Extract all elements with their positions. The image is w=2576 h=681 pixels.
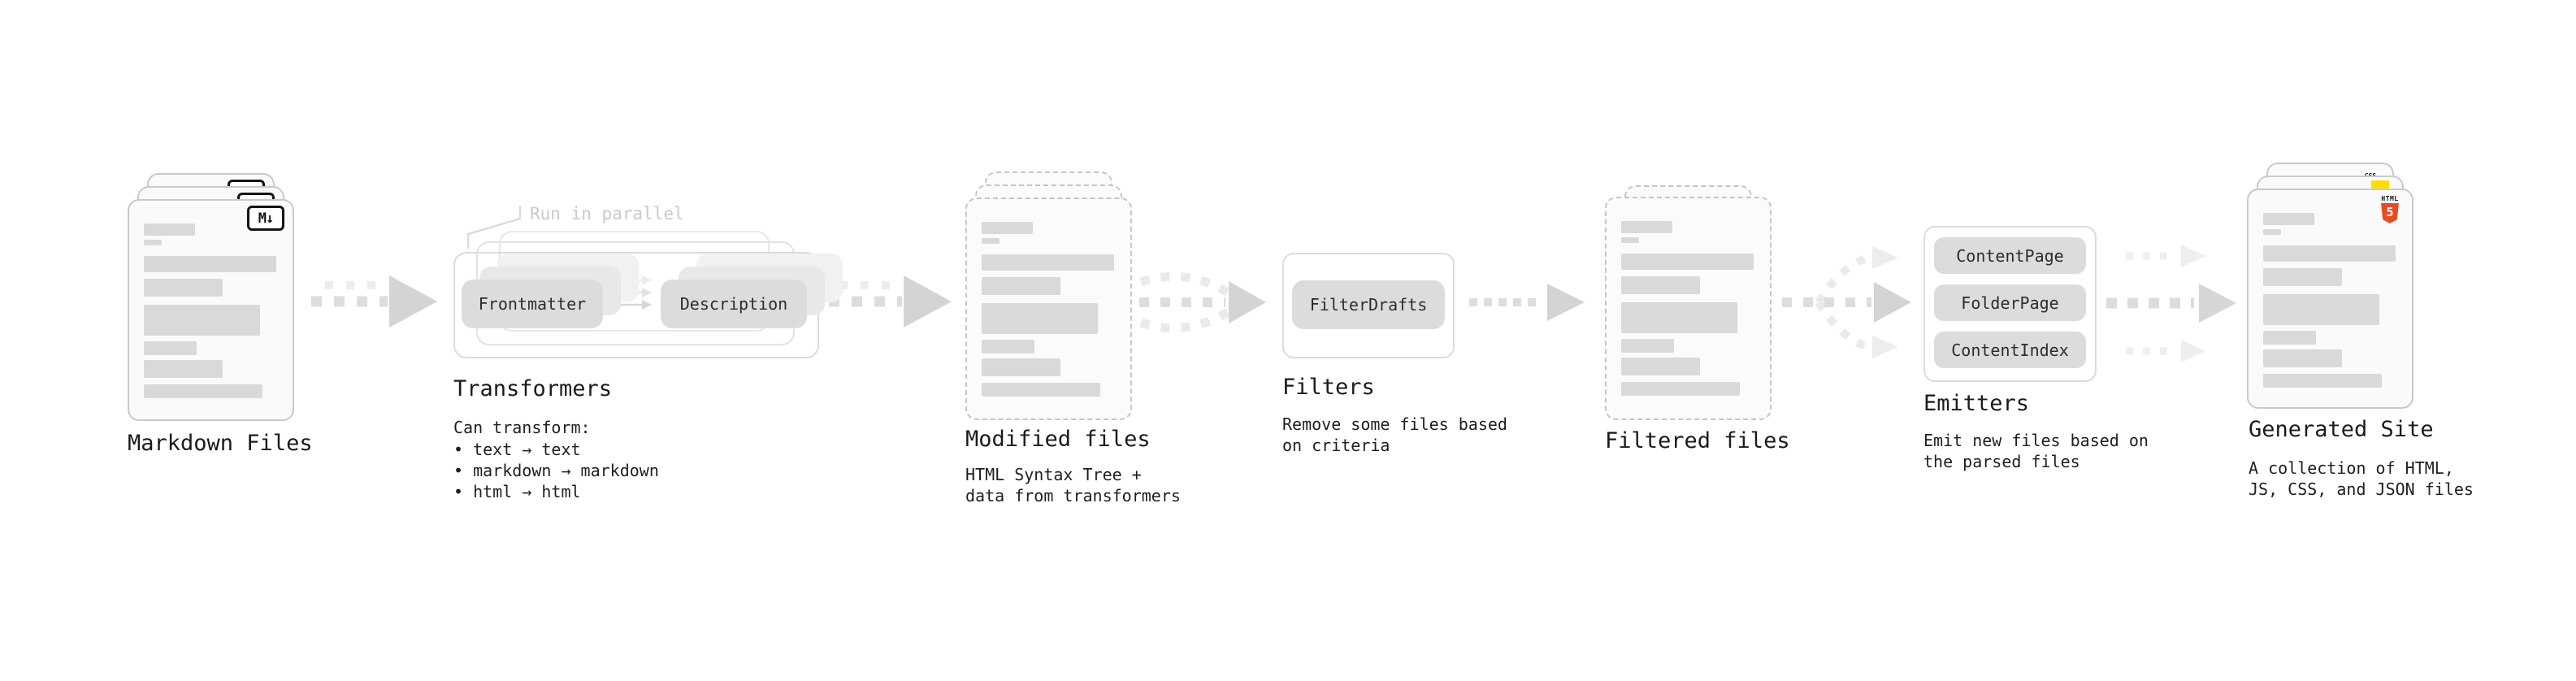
text-line-placeholder (2263, 349, 2342, 367)
frontmatter-pill: Frontmatter (462, 280, 603, 328)
transformers-heading: Transformers (453, 376, 613, 401)
text-line-placeholder (2263, 213, 2314, 225)
folderpage-pill: FolderPage (1934, 284, 2086, 321)
transformers-desc-title: Can transform: (453, 418, 591, 437)
site-file-html: HTML 5 (2247, 189, 2413, 409)
text-line-placeholder (982, 238, 1000, 244)
markdown-icon: M↓ (247, 206, 284, 231)
filters-heading: Filters (1282, 375, 1375, 400)
generated-site-label: Generated Site (2249, 417, 2434, 442)
arrow-filters-to-filtered (1469, 284, 1585, 321)
text-line-placeholder (982, 358, 1060, 376)
text-line-placeholder (1621, 221, 1672, 233)
text-line-placeholder (144, 240, 162, 245)
text-line-placeholder (144, 223, 195, 236)
text-line-placeholder (1621, 339, 1674, 353)
text-line-placeholder (2263, 331, 2316, 345)
modified-file-front (965, 197, 1132, 420)
text-line-placeholder (982, 340, 1034, 354)
text-line-placeholder (1621, 382, 1740, 396)
transformers-bullet-list: • text → text • markdown → markdown • ht… (453, 440, 659, 501)
filterdrafts-pill: FilterDrafts (1292, 280, 1445, 329)
text-line-placeholder (144, 279, 223, 297)
arrow-filtered-to-emitters (1782, 246, 1911, 358)
text-line-placeholder (2263, 245, 2396, 262)
emitters-heading: Emitters (1923, 391, 2030, 416)
text-line-placeholder (1621, 358, 1700, 375)
html5-icon-shield: 5 (2381, 203, 2399, 223)
text-line-placeholder (144, 256, 276, 272)
text-line-placeholder (144, 360, 223, 378)
contentpage-pill: ContentPage (1934, 237, 2086, 274)
emitters-desc: Emit new files based on the parsed files (1923, 431, 2149, 471)
text-line-placeholder (982, 277, 1060, 295)
arrow-modified-to-filters (1139, 271, 1266, 333)
text-line-placeholder (982, 254, 1114, 271)
run-in-parallel-note: Run in parallel (530, 204, 684, 223)
text-line-placeholder (1621, 302, 1737, 333)
markdown-files-label: Markdown Files (128, 431, 313, 456)
text-line-placeholder (2263, 229, 2281, 235)
html5-icon-label: HTML (2381, 195, 2399, 202)
modified-files-label: Modified files (965, 427, 1151, 452)
run-in-parallel-leader-line (466, 206, 522, 249)
js-file-icon (2371, 180, 2389, 190)
text-line-placeholder (2263, 294, 2379, 325)
text-line-placeholder (982, 222, 1033, 234)
text-line-placeholder (144, 305, 260, 336)
filters-desc: Remove some files based on criteria (1282, 414, 1507, 455)
text-line-placeholder (1621, 276, 1700, 294)
description-pill: Description (661, 280, 807, 328)
text-line-placeholder (2263, 268, 2342, 286)
generated-site-desc: A collection of HTML, JS, CSS, and JSON … (2249, 458, 2474, 499)
modified-files-desc: HTML Syntax Tree + data from transformer… (965, 465, 1181, 505)
text-line-placeholder (1621, 237, 1639, 243)
text-line-placeholder (982, 383, 1100, 397)
text-line-placeholder (982, 303, 1098, 334)
filtered-files-label: Filtered files (1605, 428, 1790, 453)
filtered-file-front (1605, 197, 1772, 420)
html5-file-icon: HTML 5 (2380, 195, 2400, 223)
arrow-emitters-to-site (2106, 245, 2236, 362)
text-line-placeholder (144, 384, 262, 398)
text-line-placeholder (1621, 254, 1754, 270)
text-line-placeholder (2263, 374, 2382, 388)
contentindex-pill: ContentIndex (1934, 332, 2086, 368)
arrow-markdown-to-transformers (311, 275, 437, 327)
arrow-transformers-to-modified (829, 275, 952, 327)
markdown-file-front: M↓ (128, 199, 294, 421)
text-line-placeholder (144, 341, 197, 355)
